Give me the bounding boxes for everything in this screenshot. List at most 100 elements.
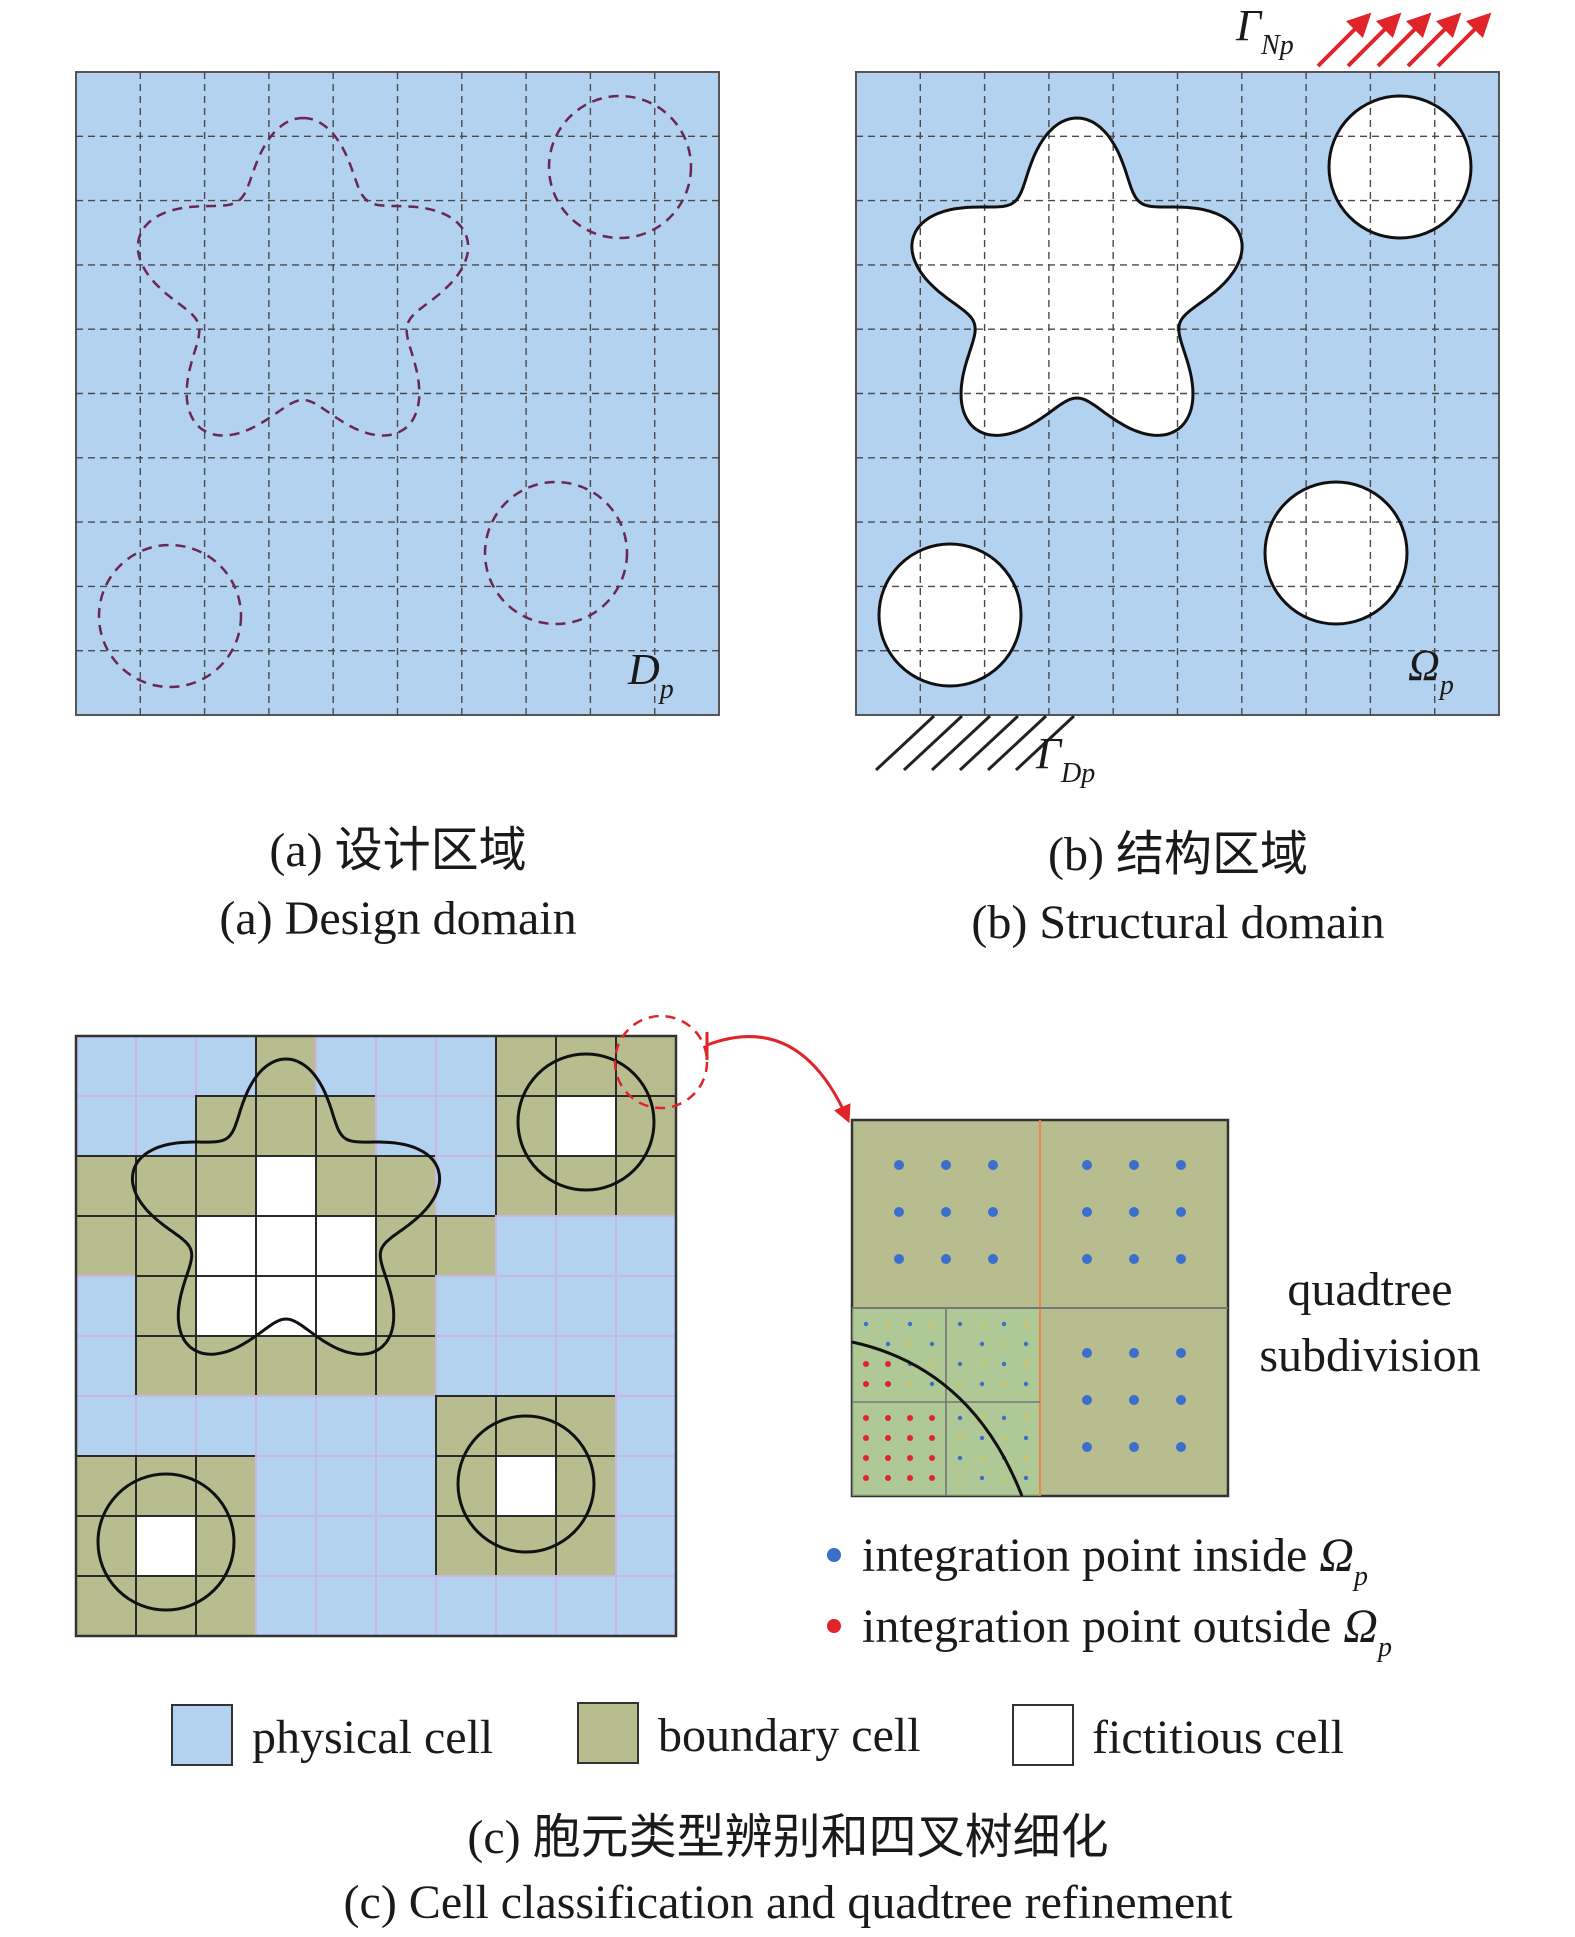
integration-point-outside <box>929 1455 935 1461</box>
integration-point-inside <box>957 1455 963 1461</box>
integration-point-inside <box>894 1254 904 1264</box>
legend-boundary-label: boundary cell <box>658 1709 921 1762</box>
cell-grid-hole-outlines <box>74 1034 678 1638</box>
neumann-boundary-label: ΓNp <box>1235 1 1294 61</box>
physical-cell <box>375 1035 437 1097</box>
integration-point-inside <box>907 1381 913 1387</box>
physical-cell <box>255 1575 317 1637</box>
physical-cell <box>75 1035 137 1097</box>
hole-dashed-top-right <box>547 94 693 240</box>
physical-cell <box>375 1455 437 1517</box>
circular-hole-outline <box>516 1052 656 1192</box>
physical-cell <box>135 1395 197 1457</box>
quadtree-detail <box>850 1118 1230 1498</box>
physical-cell <box>615 1515 677 1577</box>
integration-point-inside <box>957 1475 963 1481</box>
integration-point-inside <box>1176 1395 1186 1405</box>
hatch-line <box>986 714 1048 772</box>
integration-point-outside <box>863 1435 869 1441</box>
integration-point-inside <box>979 1341 985 1347</box>
fictitious-cell <box>255 1215 317 1277</box>
physical-cell <box>555 1215 617 1277</box>
integration-point-inside <box>957 1435 963 1441</box>
integration-point-outside <box>929 1475 935 1481</box>
circular-hole-outline <box>877 542 1023 688</box>
integration-point-outside <box>929 1435 935 1441</box>
boundary-cell <box>75 1215 137 1277</box>
boundary-cell <box>255 1095 317 1157</box>
integration-point-inside <box>1129 1160 1139 1170</box>
traction-arrow <box>1436 12 1492 68</box>
physical-cell <box>75 1275 137 1337</box>
integration-point-inside <box>1023 1435 1029 1441</box>
physical-cell <box>375 1395 437 1457</box>
physical-cell <box>255 1515 317 1577</box>
integration-point-inside <box>1001 1475 1007 1481</box>
inside-point-label: integration point inside Ωp <box>862 1529 1368 1592</box>
integration-point-inside <box>1023 1361 1029 1367</box>
integration-point-inside <box>979 1475 985 1481</box>
dirichlet-boundary-label: ΓDp <box>1035 729 1095 789</box>
physical-cell <box>375 1515 437 1577</box>
boundary-cell <box>315 1155 377 1217</box>
traction-arrow <box>1376 12 1432 68</box>
caption-b-en: (b) Structural domain <box>971 896 1384 949</box>
circular-hole-outline <box>96 1472 236 1612</box>
physical-cell <box>495 1215 557 1277</box>
physical-cell <box>375 1575 437 1637</box>
integration-point-inside <box>1023 1415 1029 1421</box>
physical-cell <box>615 1275 677 1337</box>
boundary-cell <box>435 1515 497 1577</box>
integration-point-inside <box>907 1341 913 1347</box>
outside-point-marker <box>827 1619 841 1633</box>
legend-boundary-swatch <box>577 1702 639 1764</box>
boundary-cell <box>195 1095 257 1157</box>
integration-point-inside <box>929 1361 935 1367</box>
integration-point-inside <box>1023 1475 1029 1481</box>
traction-arrow <box>1406 12 1462 68</box>
physical-cell <box>315 1455 377 1517</box>
physical-cell <box>435 1335 497 1397</box>
physical-cell <box>435 1095 497 1157</box>
fictitious-cell <box>495 1455 557 1517</box>
circular-hole-outline <box>456 1414 596 1554</box>
boundary-cell <box>195 1335 257 1397</box>
physical-cell <box>75 1095 137 1157</box>
integration-point-inside <box>979 1415 985 1421</box>
integration-point-inside <box>1176 1348 1186 1358</box>
integration-point-inside <box>1001 1321 1007 1327</box>
integration-point-inside <box>907 1321 913 1327</box>
integration-point-inside <box>979 1455 985 1461</box>
caption-c-en: (c) Cell classification and quadtree ref… <box>344 1876 1234 1929</box>
physical-cell <box>555 1575 617 1637</box>
integration-point-inside <box>1129 1207 1139 1217</box>
structural-holes-fill <box>879 96 1471 686</box>
integration-point-inside <box>929 1321 935 1327</box>
circular-hole <box>1265 482 1407 624</box>
caption-a-en: (a) Design domain <box>219 892 576 945</box>
traction-arrows <box>1316 12 1492 68</box>
integration-point-outside <box>885 1415 891 1421</box>
integration-point-inside <box>957 1381 963 1387</box>
physical-cell <box>615 1335 677 1397</box>
integration-point-inside <box>1082 1348 1092 1358</box>
boundary-cell <box>555 1035 617 1097</box>
boundary-cell <box>435 1215 497 1277</box>
physical-cell <box>555 1275 617 1337</box>
hole-dashed-bottom-right <box>483 480 629 626</box>
integration-point-inside <box>1001 1415 1007 1421</box>
integration-point-inside <box>979 1435 985 1441</box>
physical-cell <box>195 1395 257 1457</box>
integration-point-inside <box>957 1415 963 1421</box>
integration-point-inside <box>1082 1207 1092 1217</box>
boundary-cell <box>495 1515 557 1577</box>
physical-cell <box>615 1215 677 1277</box>
integration-point-inside <box>941 1207 951 1217</box>
fictitious-cell <box>135 1515 197 1577</box>
boundary-cell <box>435 1395 497 1457</box>
boundary-cell <box>435 1455 497 1517</box>
outside-point-label: integration point outside Ωp <box>862 1600 1392 1663</box>
integration-point-inside <box>894 1207 904 1217</box>
integration-point-inside <box>1129 1395 1139 1405</box>
structural-domain-label: Ωp <box>1408 641 1454 701</box>
